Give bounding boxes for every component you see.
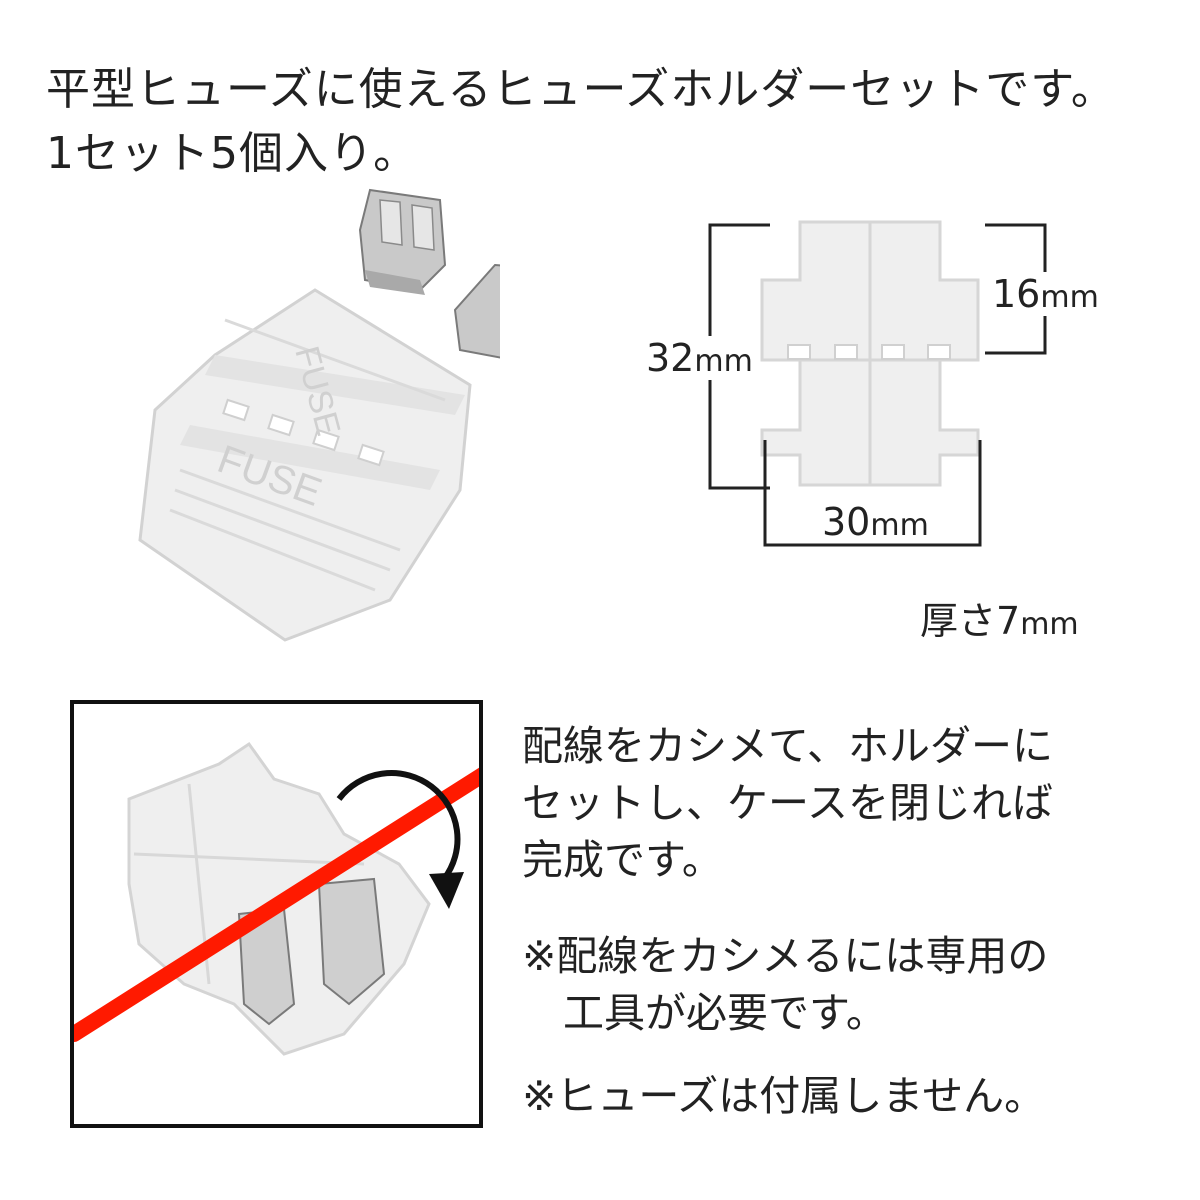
dimension-diagram — [708, 220, 1047, 547]
description-line-3: 完成です。 — [522, 836, 723, 884]
assembly-description: 配線をカシメて、ホルダーに セットし、ケースを閉じれば 完成です。 — [522, 718, 1053, 889]
description-line-1: 配線をカシメて、ホルダーに — [522, 722, 1053, 770]
thickness-label: 厚さ7mm — [920, 599, 1079, 643]
half-height-dimension-label: 16mm — [992, 272, 1099, 316]
headline-line-1: 平型ヒューズに使えるヒューズホルダーセットです。 — [46, 64, 1116, 115]
width-dimension-label: 30mm — [822, 500, 929, 544]
terminal-left-image — [358, 188, 447, 295]
close-arrow-icon — [336, 770, 461, 881]
assembly-photo-image — [74, 741, 479, 1056]
height-dimension-label: 32mm — [646, 336, 753, 380]
fuse-holder-product-image: FUSE FUSE — [138, 188, 500, 642]
description-line-2: セットし、ケースを閉じれば — [522, 779, 1053, 827]
holder-top-view-image — [760, 220, 980, 487]
headline-line-2: 1セット5個入り。 — [46, 128, 419, 179]
terminal-right-image — [453, 263, 500, 359]
note1-line-1: ※配線をカシメるには専用の — [522, 932, 1049, 980]
fuse-not-included-note: ※ヒューズは付属しません。 — [522, 1072, 1046, 1120]
width-dimension-line — [763, 440, 982, 547]
tool-required-note: ※配線をカシメるには専用の 工具が必要です。 — [522, 928, 1048, 1042]
assembly-photo-frame — [70, 700, 483, 1128]
red-wire-image — [74, 767, 479, 1042]
note1-line-2: 工具が必要です。 — [522, 989, 887, 1037]
headline: 平型ヒューズに使えるヒューズホルダーセットです。 1セット5個入り。 — [46, 58, 1116, 186]
holder-body-image: FUSE FUSE — [138, 288, 472, 642]
terminal-right-image — [317, 877, 386, 1006]
